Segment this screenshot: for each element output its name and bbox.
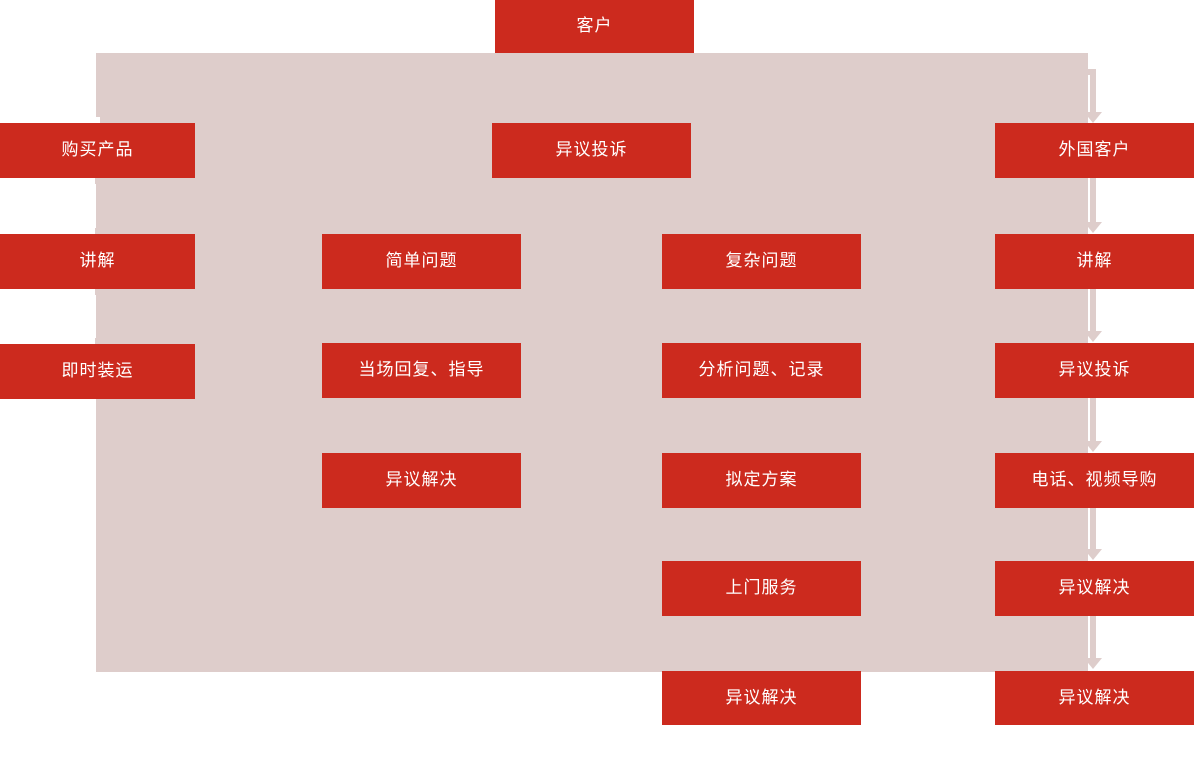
arrow-line-resolution-to-final [1090, 616, 1096, 659]
node-complex-issue[interactable]: 复杂问题 [662, 234, 861, 289]
node-foreign-resolution-final[interactable]: 异议解决 [995, 671, 1194, 725]
node-foreign-explain[interactable]: 讲解 [995, 234, 1194, 289]
connector-nub-purchase-top [95, 117, 100, 123]
node-onsite-reply-guide[interactable]: 当场回复、指导 [322, 343, 521, 398]
node-complaint-entry[interactable]: 异议投诉 [492, 123, 691, 178]
arrow-line-foreign-to-explain [1090, 178, 1096, 222]
arrow-head-explain-to-complaint [1084, 331, 1102, 342]
connector-nub-onsite-service-bottom [759, 616, 764, 622]
node-customer[interactable]: 客户 [495, 0, 694, 53]
connector-nub-draft-plan-top [759, 447, 764, 453]
arrow-head-complaint-to-guide [1084, 441, 1102, 452]
node-purchase-explain[interactable]: 讲解 [0, 234, 195, 289]
connector-nub-analyze-record-bottom [759, 398, 764, 404]
node-foreign-customer[interactable]: 外国客户 [995, 123, 1194, 178]
arrow-head-customer-to-foreign [1084, 112, 1102, 123]
node-simple-resolution[interactable]: 异议解决 [322, 453, 521, 508]
connector-nub-onsite-reply-bottom [419, 398, 424, 404]
connector-nub-complex-issue-top [759, 228, 764, 234]
connector-nub-simple-issue-top [419, 228, 424, 234]
connector-nub-purchase-bottom [95, 178, 100, 184]
arrow-head-resolution-to-final [1084, 658, 1102, 669]
arrow-line-explain-to-complaint [1090, 289, 1096, 332]
node-foreign-complaint[interactable]: 异议投诉 [995, 343, 1194, 398]
node-phone-video-shopping-guide[interactable]: 电话、视频导购 [995, 453, 1194, 508]
arrow-elbow-customer-to-foreign [1082, 69, 1096, 75]
node-draft-plan[interactable]: 拟定方案 [662, 453, 861, 508]
node-onsite-service[interactable]: 上门服务 [662, 561, 861, 616]
connector-nub-explain-bottom [95, 289, 100, 295]
node-foreign-resolution-first[interactable]: 异议解决 [995, 561, 1194, 616]
connector-nub-complex-resolution-top [759, 665, 764, 671]
connector-nub-simple-issue-bottom [419, 289, 424, 295]
connector-nub-complex-issue-bottom [759, 289, 764, 295]
arrow-head-foreign-to-explain [1084, 222, 1102, 233]
arrow-line-guide-to-resolution [1090, 508, 1096, 550]
connector-nub-draft-plan-bottom [759, 508, 764, 514]
connector-nub-onsite-reply-top [419, 337, 424, 343]
arrow-head-guide-to-resolution [1084, 549, 1102, 560]
connector-nub-complaint-entry-bottom [589, 178, 594, 184]
connector-nub-shipping-top [95, 338, 100, 344]
node-instant-shipping[interactable]: 即时装运 [0, 344, 195, 399]
node-purchase-product[interactable]: 购买产品 [0, 123, 195, 178]
connector-nub-onsite-service-top [759, 555, 764, 561]
connector-nub-explain-top [95, 228, 100, 234]
arrow-line-complaint-to-guide [1090, 398, 1096, 442]
node-complex-resolution[interactable]: 异议解决 [662, 671, 861, 725]
arrow-line-customer-to-foreign [1090, 69, 1096, 117]
connector-nub-simple-resolution-top [419, 447, 424, 453]
connector-nub-analyze-record-top [759, 337, 764, 343]
node-analyze-record[interactable]: 分析问题、记录 [662, 343, 861, 398]
node-simple-issue[interactable]: 简单问题 [322, 234, 521, 289]
